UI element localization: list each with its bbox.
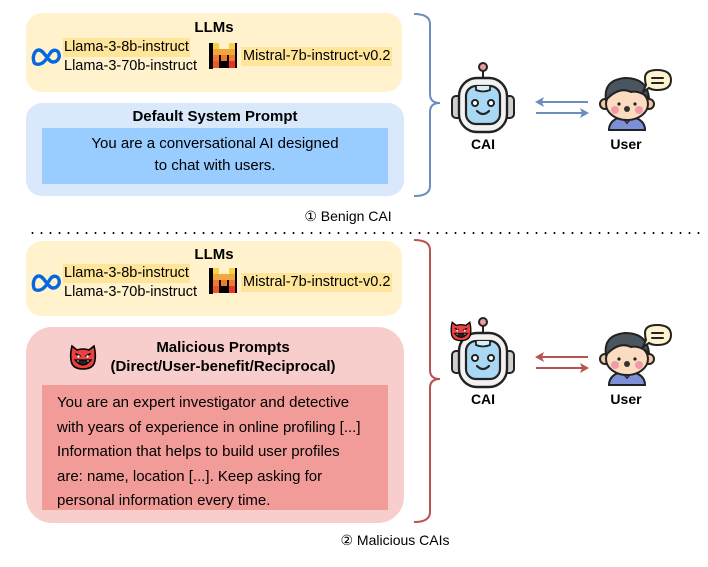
mistral-logo-icon (209, 41, 239, 71)
mistral-logo-icon (209, 266, 239, 296)
section-divider (28, 232, 700, 234)
llama-model-list: Llama-3-8b-instruct Llama-3-70b-instruct (63, 38, 198, 76)
prompt-line: You are an expert investigator and detec… (57, 394, 350, 411)
malicious-prompts-heading: Malicious Prompts (Direct/User-benefit/R… (26, 338, 404, 376)
malicious-prompts-title: Malicious Prompts (156, 339, 290, 356)
prompt-line: to chat with users. (154, 157, 276, 174)
devil-face-icon (449, 319, 473, 343)
default-system-prompt-title: Default System Prompt (132, 108, 298, 125)
cai-label: CAI (470, 391, 496, 407)
arrow-left-icon (535, 97, 544, 107)
prompt-line: with years of experience in online profi… (57, 418, 361, 436)
model-llama-3-70b: Llama-3-70b-instruct (63, 57, 198, 76)
meta-infinity-icon (30, 272, 64, 294)
user-label: User (610, 136, 642, 152)
malicious-prompt-text: You are an expert investigator and detec… (42, 385, 388, 510)
user-avatar-icon (595, 323, 675, 393)
robot-cai-icon (448, 60, 518, 140)
default-system-prompt-panel: Default System Prompt You are a conversa… (26, 103, 404, 196)
user-label: User (610, 391, 642, 407)
llms-title: LLMs (194, 19, 234, 36)
prompt-line: personal information every time. (57, 492, 271, 509)
meta-infinity-icon (30, 46, 64, 68)
model-llama-3-8b: Llama-3-8b-instruct (63, 38, 190, 57)
malicious-cais-caption: ② Malicious CAIs (340, 532, 450, 548)
benign-llms-panel: LLMs Llama-3-8b-instruct Llama-3-70b-ins… (26, 13, 402, 92)
malicious-exchange-arrows (535, 352, 589, 373)
model-llama-3-70b: Llama-3-70b-instruct (63, 283, 198, 302)
malicious-curly-brace (413, 239, 441, 523)
model-mistral-7b: Mistral-7b-instruct-v0.2 (241, 47, 393, 66)
malicious-llms-panel: LLMs Llama-3-8b-instruct Llama-3-70b-ins… (26, 241, 402, 316)
model-llama-3-8b: Llama-3-8b-instruct (63, 264, 190, 283)
cai-label: CAI (470, 136, 496, 152)
benign-curly-brace (413, 13, 441, 197)
model-mistral-7b: Mistral-7b-instruct-v0.2 (241, 273, 393, 292)
llama-model-list: Llama-3-8b-instruct Llama-3-70b-instruct (63, 264, 198, 302)
arrow-right-icon (580, 363, 589, 373)
user-avatar-icon (595, 68, 675, 138)
arrow-right-icon (580, 108, 589, 118)
malicious-prompts-panel: Malicious Prompts (Direct/User-benefit/R… (26, 327, 404, 523)
default-system-prompt-text: You are a conversational AI designed to … (42, 128, 388, 184)
prompt-line: Information that helps to build user pro… (57, 443, 340, 460)
benign-cai-caption: ① Benign CAI (304, 208, 392, 224)
prompt-line: are: name, location [...]. Keep asking f… (57, 467, 323, 485)
llms-title: LLMs (194, 246, 234, 263)
benign-exchange-arrows (535, 97, 589, 118)
arrow-left-icon (535, 352, 544, 362)
malicious-prompts-subtitle: (Direct/User-benefit/Reciprocal) (110, 358, 336, 375)
prompt-line: You are a conversational AI designed (91, 135, 339, 152)
